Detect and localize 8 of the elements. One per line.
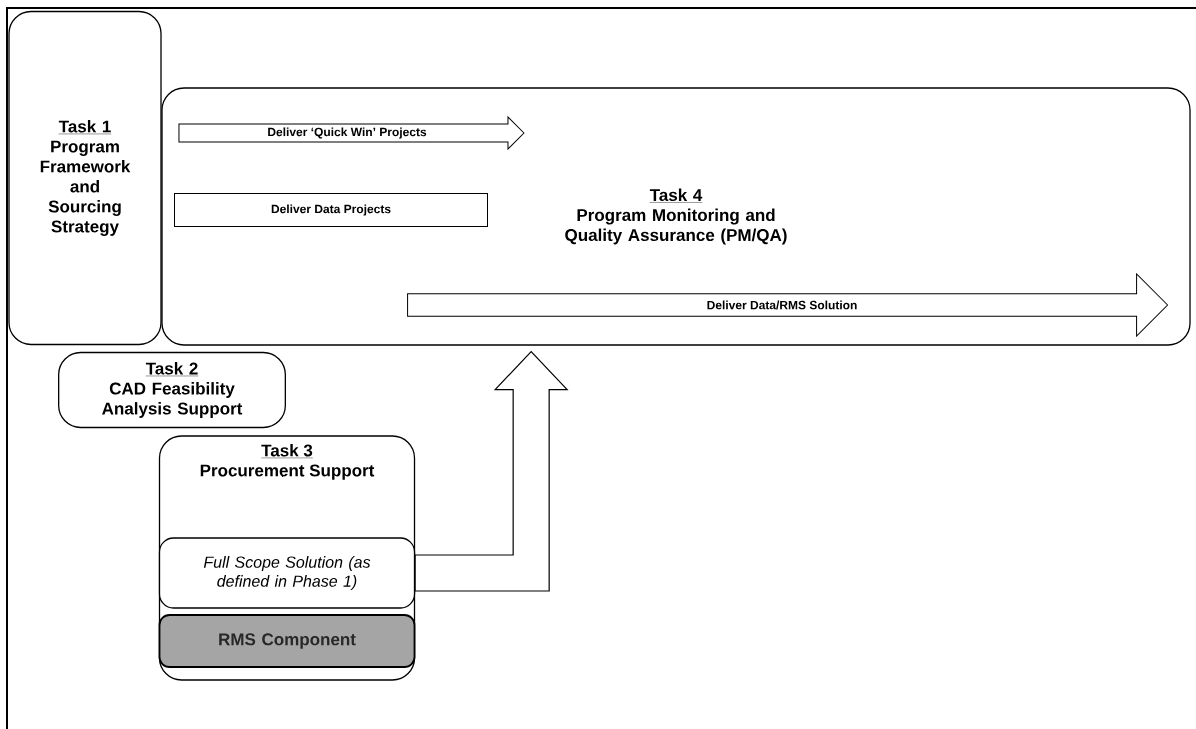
component-band: RMS Component [158,614,416,668]
solution-box: Full Scope Solution (as defined in Phase 1) [158,537,416,609]
block-arrow-connector [414,350,569,592]
task-box: Task 1 Program Framework and Sourcing Strategy [8,10,162,346]
task-box: Task 2 CAD Feasibility Analysis Support [58,351,286,429]
deliverable-banner: Deliver ‘Quick Win’ Projects [178,116,525,150]
deliverable-box: Deliver Data Projects [174,193,488,227]
deliverable-banner: Deliver Data/RMS Solution [407,273,1169,337]
